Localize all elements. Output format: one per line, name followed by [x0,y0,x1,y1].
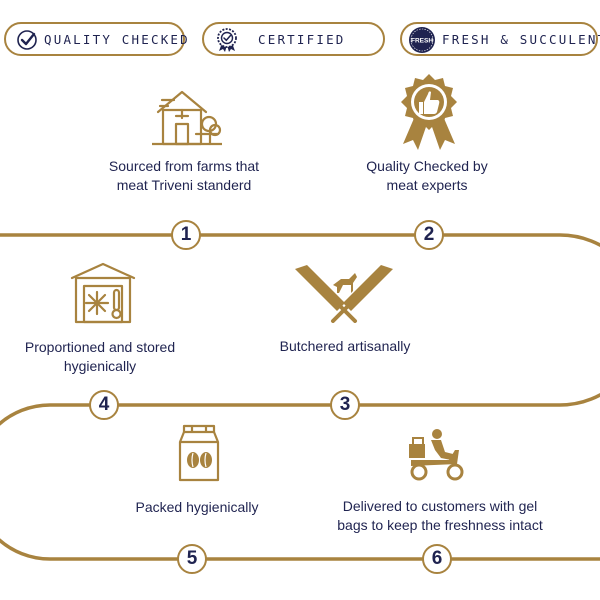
fresh-seal-icon: FRESH [409,27,435,53]
crossed-cleavers-goat-icon [295,265,393,323]
step-1-caption: Sourced from farms that meat Triveni sta… [108,158,260,193]
badge-quality-checked: QUALITY CHECKED [4,22,188,56]
cold-storage-icon [70,262,136,324]
checkmark-circle-icon [17,30,37,50]
step-number-4: 4 [89,390,119,420]
step-5-caption: Packed hygienically [135,499,259,515]
step-number-5: 5 [177,544,207,574]
step-2-caption: Quality Checked by meat experts [366,158,488,193]
fresh-seal-text: FRESH [411,38,433,45]
step-6-caption: Delivered to customers with gel bags to … [337,498,543,533]
step-number-1: 1 [171,220,201,250]
badge-label: CERTIFIED [258,32,346,47]
certified-seal-icon [217,28,237,52]
badge-fresh-succulent: FRESH FRESH & SUCCULENT [400,22,600,56]
delivery-scooter-icon [409,429,464,481]
step-number-6: 6 [422,544,452,574]
farm-house-icon [152,90,222,146]
thumbs-up-badge-icon [401,74,457,150]
badge-certified: CERTIFIED [202,22,385,56]
step-3-caption: Butchered artisanally [279,338,411,354]
step-number-2: 2 [414,220,444,250]
step-number-3: 3 [330,390,360,420]
step-4-caption: Proportioned and stored hygienically [24,339,176,374]
badge-label: QUALITY CHECKED [44,32,190,47]
coffee-bag-package-icon [178,424,220,482]
badge-label: FRESH & SUCCULENT [442,32,600,47]
